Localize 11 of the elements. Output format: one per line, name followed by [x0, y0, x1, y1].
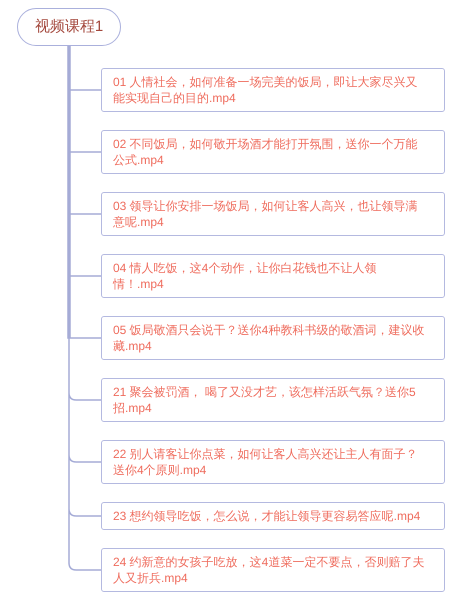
topic-box: 01 人情社会，如何准备一场完美的饭局，即让大家尽兴又能实现自己的目的.mp4 [101, 68, 445, 112]
topic-box: 02 不同饭局，如何敬开场酒才能打开氛围，送你一个万能公式.mp4 [101, 130, 445, 174]
central-topic: 视频课程1 [17, 8, 121, 46]
connector-line [67, 46, 101, 571]
topic-box: 04 情人吃饭，这4个动作，让你白花钱也不让人领情！.mp4 [101, 254, 445, 298]
topic-box: 22 别人请客让你点菜，如何让客人高兴还让主人有面子？送你4个原则.mp4 [101, 440, 445, 484]
topic-box: 03 领导让你安排一场饭局，如何让客人高兴，也让领导满意呢.mp4 [101, 192, 445, 236]
topic-box: 21 聚会被罚酒， 喝了又没才艺，该怎样活跃气氛？送你5招.mp4 [101, 378, 445, 422]
topic-box: 23 想约领导吃饭，怎么说，才能让领导更容易答应呢.mp4 [101, 502, 445, 530]
topic-box: 24 约新意的女孩子吃放，这4道菜一定不要点，否则赔了夫人又折兵.mp4 [101, 548, 445, 592]
topic-box: 05 饭局敬酒只会说干？送你4种教科书级的敬酒词，建议收藏.mp4 [101, 316, 445, 360]
